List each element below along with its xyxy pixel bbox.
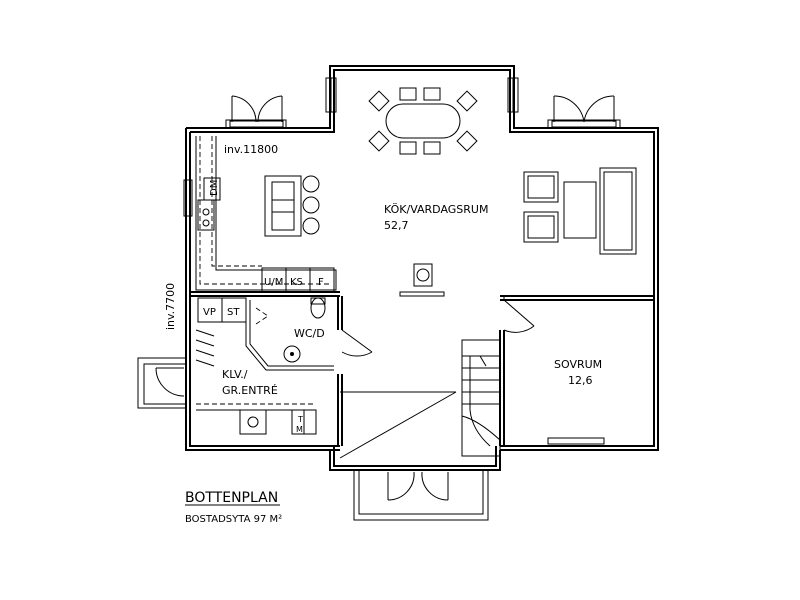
wc-fixtures [255,297,326,363]
hall-name-line1: KLV./ [222,368,248,381]
windows [183,77,519,217]
wc-name: WC/D [294,327,325,340]
washer-label: M [296,425,303,434]
dishwasher-label: DM [209,180,220,196]
bedroom-area: 12,6 [568,374,593,387]
interior-doors [339,299,535,459]
bedroom-name: SOVRUM [554,358,602,371]
hall-name-line2: GR.ENTRÉ [222,384,278,397]
labels: inv.11800 inv.7700 KÖK/VARDAGSRUM 52,7 S… [164,143,602,525]
freezer-label: F [318,277,324,288]
dim-width-label: inv.11800 [224,143,278,156]
staircase [461,339,501,457]
microwave-label: U/M [264,277,283,288]
entrance-porch [353,469,489,521]
side-entrance [137,357,187,409]
kitchen-counters [195,136,337,293]
storage-label: ST [227,307,240,318]
living-room-furniture [523,167,637,255]
dryer-label: T [297,415,303,424]
fridge-label: KS [290,277,303,288]
stove [399,263,445,297]
kitchen-living-name: KÖK/VARDAGSRUM [384,203,488,216]
plan-subtitle: BOSTADSYTA 97 M² [185,514,282,525]
dim-depth-label: inv.7700 [164,283,177,330]
door-left-top [229,95,284,128]
door-right-top [551,95,617,128]
kitchen-island [264,175,320,237]
water-heater-label: VP [203,307,216,318]
hall-fixtures [195,297,317,435]
kitchen-living-area: 52,7 [384,219,409,232]
plan-title: BOTTENPLAN [185,490,278,506]
dining-table [368,87,478,155]
